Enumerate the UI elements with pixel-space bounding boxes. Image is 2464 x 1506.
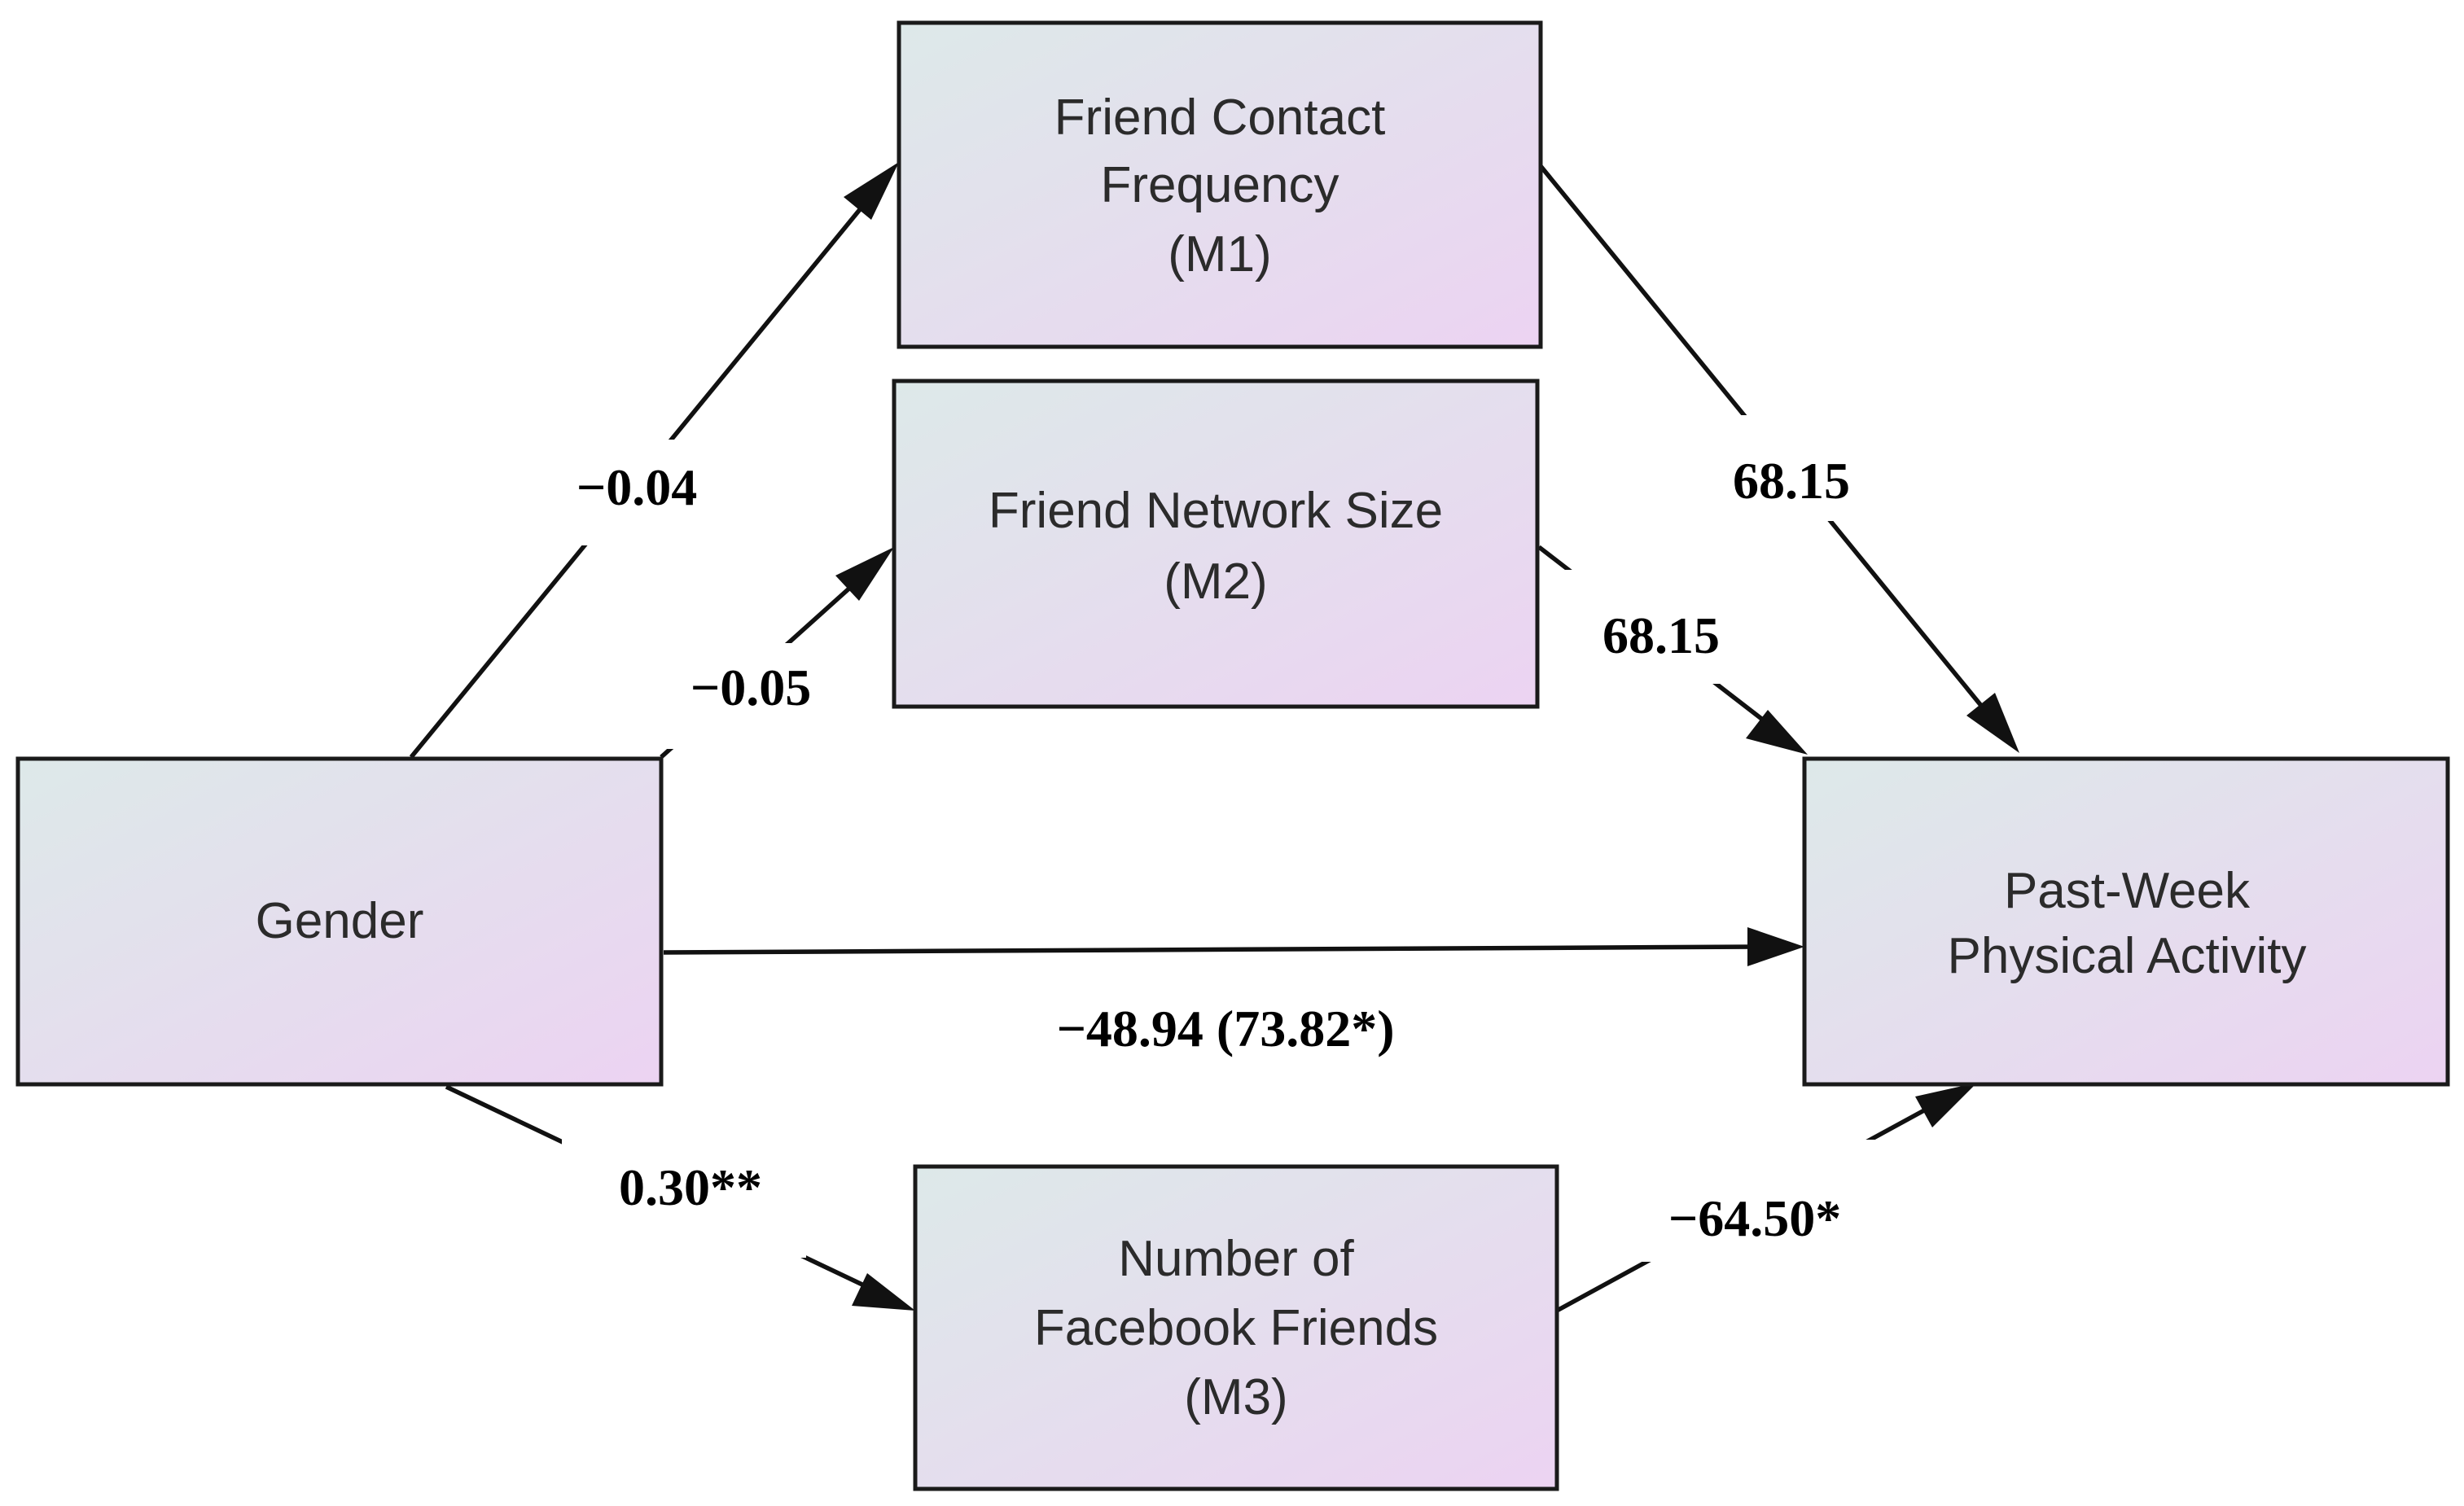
- coef-gender-m3: 0.30**: [619, 1158, 762, 1216]
- coef-m1-outcome: 68.15: [1733, 452, 1850, 510]
- coef-gender-m1: −0.04: [577, 458, 697, 516]
- node-outcome-label-line1: Past-Week: [2004, 863, 2251, 919]
- node-outcome-label-line2: Physical Activity: [1947, 928, 2306, 984]
- node-m2-label-line2: (M2): [1164, 554, 1267, 610]
- node-gender: Gender: [15, 756, 664, 1087]
- node-m2-label-line1: Friend Network Size: [989, 483, 1443, 539]
- node-m1-label-line2: Frequency: [1101, 157, 1339, 213]
- coef-m3-outcome: −64.50*: [1668, 1189, 1841, 1247]
- coef-m2-outcome: 68.15: [1602, 606, 1720, 664]
- node-m3-label-line2: Facebook Friends: [1034, 1300, 1438, 1356]
- node-m1-label-line1: Friend Contact: [1054, 90, 1386, 146]
- coef-gender-outcome: −48.94 (73.82*): [1056, 1000, 1394, 1057]
- node-outcome: Past-Week Physical Activity: [1802, 756, 2450, 1087]
- node-m3-label-line3: (M3): [1184, 1369, 1287, 1425]
- node-m1-label-line3: (M1): [1168, 226, 1271, 282]
- coef-gender-m2: −0.05: [691, 659, 811, 716]
- node-gender-label: Gender: [256, 893, 424, 949]
- node-m3-label-line1: Number of: [1118, 1231, 1354, 1287]
- node-m3: Number of Facebook Friends (M3): [913, 1164, 1559, 1491]
- edge-gender-to-outcome: [663, 927, 1804, 966]
- node-m1: Friend Contact Frequency (M1): [897, 20, 1543, 349]
- node-m2: Friend Network Size (M2): [892, 379, 1540, 709]
